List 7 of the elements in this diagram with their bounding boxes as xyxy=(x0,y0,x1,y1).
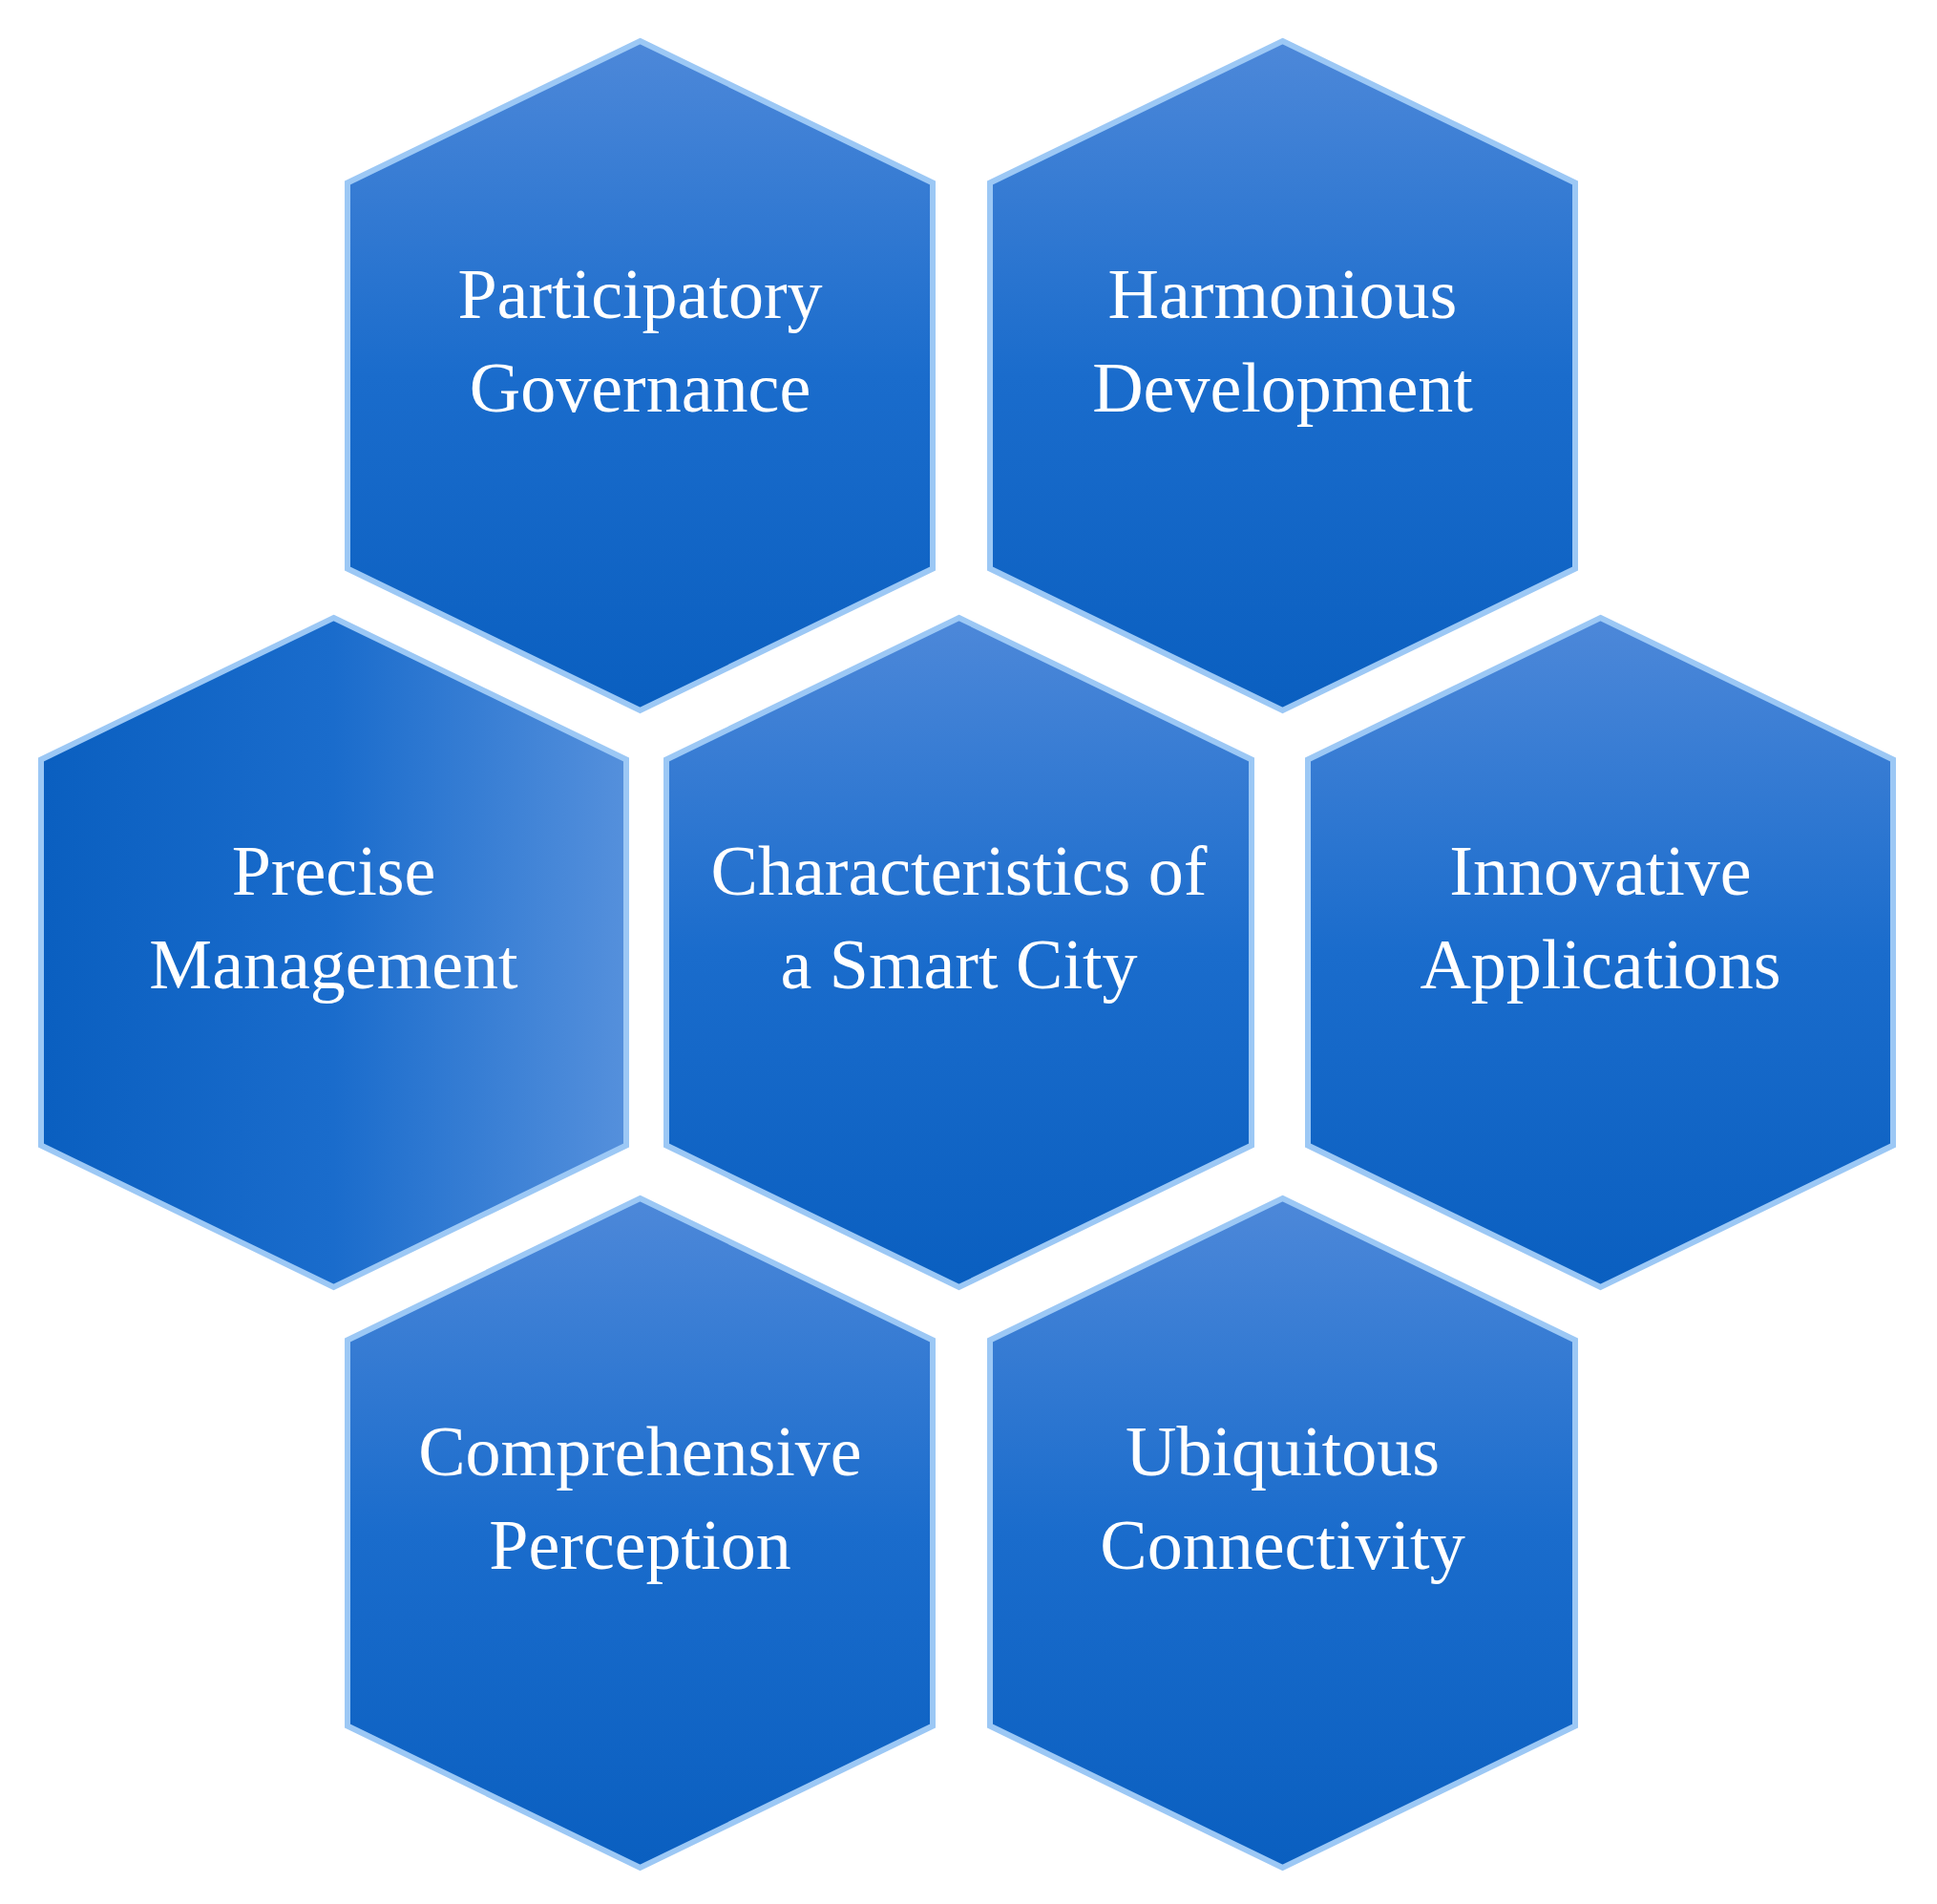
hexagon-label: Innovative Applications xyxy=(1419,831,1782,1005)
hexagon-label: Characteristics of a Smart City xyxy=(709,831,1209,1005)
hexagon-label: Harmonious Development xyxy=(1091,254,1474,429)
hexagon-label: Precise Management xyxy=(148,831,519,1005)
hexagon-label: Comprehensive Perception xyxy=(417,1411,863,1586)
hexagon-label: Participatory Governance xyxy=(456,254,824,429)
hexagon-label: Ubiquitous Connectivity xyxy=(1099,1411,1466,1586)
